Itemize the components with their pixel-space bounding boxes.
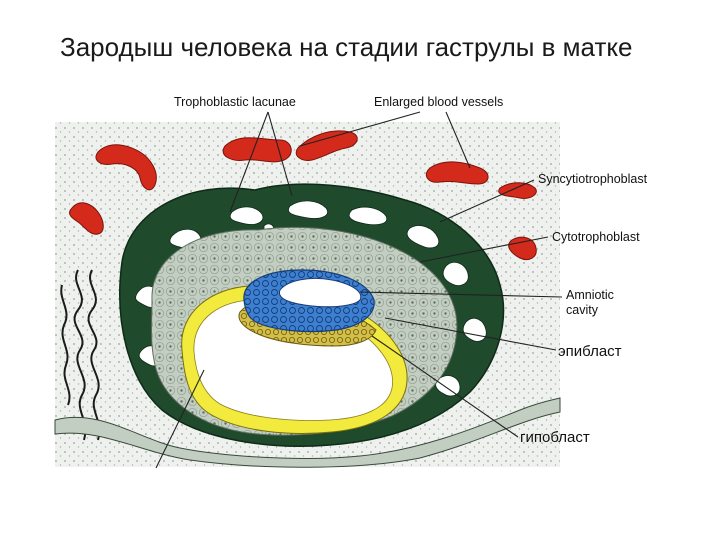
label-amniotic-cavity-line1: Amniotic	[566, 288, 614, 302]
label-hypoblast: гипобласт	[520, 429, 590, 446]
label-trophoblastic-lacunae: Trophoblastic lacunae	[174, 95, 296, 109]
label-cytotrophoblast: Cytotrophoblast	[552, 230, 640, 244]
label-epiblast: эпибласт	[558, 343, 622, 360]
label-syncytiotrophoblast: Syncytiotrophoblast	[538, 172, 648, 186]
label-amniotic-cavity-line2: cavity	[566, 303, 599, 317]
label-enlarged-blood-vessels: Enlarged blood vessels	[374, 95, 503, 109]
